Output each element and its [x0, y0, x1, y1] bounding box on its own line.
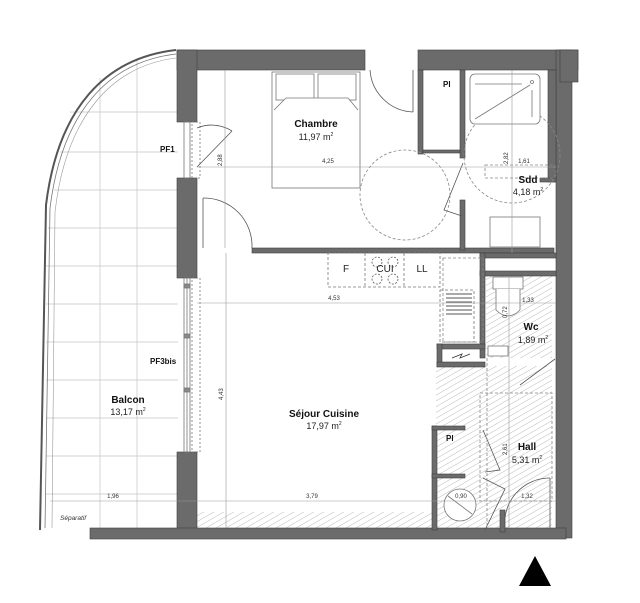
- hatched-zones: [196, 276, 552, 530]
- dim-hall-height: 2,61: [503, 443, 509, 455]
- room-name-sejour: Séjour Cuisine: [288, 409, 360, 420]
- bed: [271, 71, 361, 189]
- opening-tag-pf1: PF1: [160, 145, 175, 154]
- room-area-sejour: 17,97 m2: [306, 421, 342, 431]
- dim-sejour-width: 4,53: [328, 296, 340, 302]
- north-arrow-icon: [519, 556, 551, 586]
- room-area-balcon: 13,17 m2: [110, 407, 146, 417]
- balcony-floor: [39, 49, 178, 531]
- door-swings: [196, 69, 556, 531]
- room-name-hall: Hall: [517, 442, 537, 453]
- dim-hall-circle: 0,90: [455, 494, 467, 500]
- room-name-balcon: Balcon: [111, 395, 145, 406]
- dim-chambre-height: 2,88: [218, 154, 224, 166]
- separatif-label: Séparatif: [60, 515, 87, 522]
- dim-sejour-height: 4,43: [219, 388, 225, 400]
- kitchen-counter: [327, 252, 475, 343]
- kitchen-fridge-label: F: [342, 264, 350, 275]
- room-name-chambre: Chambre: [294, 119, 338, 130]
- dim-chambre-width: 4,25: [322, 159, 334, 165]
- dim-wc-clear: 0,72: [503, 306, 509, 318]
- dim-sdd-width: 1,61: [518, 159, 530, 165]
- closet-tag-hall: Pl: [446, 434, 454, 443]
- dim-sejour-bottom: 3,79: [306, 494, 318, 500]
- room-area-hall: 5,31 m2: [511, 455, 543, 465]
- radiator: [446, 293, 472, 315]
- bathroom-fixtures: [443, 73, 541, 522]
- electrical-panel-icon: [451, 353, 471, 359]
- room-area-wc: 1,89 m2: [517, 335, 549, 345]
- dim-sdd-height: 2,82: [504, 152, 510, 164]
- dim-balcon-width: 1,96: [107, 494, 119, 500]
- closet-tag-top: Pl: [443, 80, 451, 89]
- cooktop-burners: [371, 256, 399, 285]
- room-area-sdd: 4,18 m2: [512, 187, 544, 197]
- kitchen-cooktop-label: CUI: [376, 264, 394, 275]
- walls: [89, 49, 579, 540]
- dim-wc-width: 1,33: [522, 298, 534, 304]
- opening-tag-pf3bis: PF3bis: [150, 357, 177, 366]
- dimension-lines: [50, 70, 556, 528]
- room-area-chambre: 11,97 m2: [298, 132, 334, 142]
- room-name-wc: Wc: [523, 322, 539, 333]
- kitchen-dishwasher-label: LL: [416, 264, 428, 275]
- room-name-sdd: Sdd: [518, 175, 538, 186]
- window-frames: [183, 121, 201, 453]
- dim-hall-width: 1,32: [521, 494, 533, 500]
